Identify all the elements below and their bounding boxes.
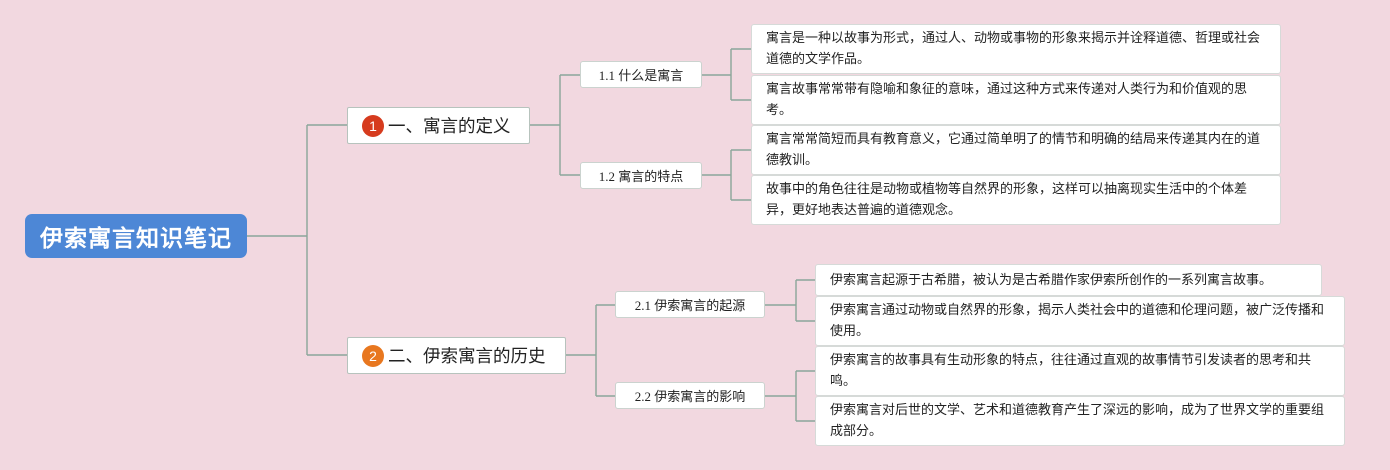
subtopic-origin[interactable]: 2.1 伊索寓言的起源 [615,291,765,318]
connector-line [765,370,815,422]
connector-line [702,48,751,101]
note-text: 寓言常常简短而具有教育意义，它通过简单明了的情节和明确的结局来传递其内在的道德教… [766,132,1261,168]
number-2-icon: 2 [362,344,384,367]
note-text: 伊索寓言起源于古希腊，被认为是古希腊作家伊索所创作的一系列寓言故事。 [830,272,1273,288]
main-topic-label: 一、寓言的定义 [388,117,511,137]
note-item[interactable]: 伊索寓言起源于古希腊，被认为是古希腊作家伊索所创作的一系列寓言故事。 [815,264,1322,296]
root-topic-label: 伊索寓言知识笔记 [40,226,232,252]
note-item[interactable]: 寓言常常简短而具有教育意义，它通过简单明了的情节和明确的结局来传递其内在的道德教… [751,125,1281,175]
note-item[interactable]: 故事中的角色往往是动物或植物等自然界的形象，这样可以抽离现实生活中的个体差异，更… [751,175,1281,225]
note-item[interactable]: 伊索寓言通过动物或自然界的形象，揭示人类社会中的道德和伦理问题，被广泛传播和使用… [815,296,1345,346]
subtopic-what-is-fable[interactable]: 1.1 什么是寓言 [580,61,702,88]
main-topic-label: 二、伊索寓言的历史 [388,347,546,367]
note-text: 寓言是一种以故事为形式，通过人、动物或事物的形象来揭示并诠释道德、哲理或社会道德… [766,31,1261,67]
note-text: 伊索寓言对后世的文学、艺术和道德教育产生了深远的影响，成为了世界文学的重要组成部… [830,403,1325,439]
subtopic-fable-features[interactable]: 1.2 寓言的特点 [580,162,702,189]
number-1-icon: 1 [362,114,384,137]
main-topic-history[interactable]: 2 二、伊索寓言的历史 [347,337,566,374]
subtopic-label: 1.1 什么是寓言 [598,68,684,83]
note-text: 伊索寓言的故事具有生动形象的特点，往往通过直观的故事情节引发读者的思考和共鸣。 [830,353,1312,389]
note-item[interactable]: 寓言是一种以故事为形式，通过人、动物或事物的形象来揭示并诠释道德、哲理或社会道德… [751,24,1281,74]
subtopic-label: 1.2 寓言的特点 [598,169,684,184]
note-item[interactable]: 伊索寓言对后世的文学、艺术和道德教育产生了深远的影响，成为了世界文学的重要组成部… [815,396,1345,446]
connector-line [247,124,347,356]
note-text: 寓言故事常常带有隐喻和象征的意味，通过这种方式来传递对人类行为和价值观的思考。 [766,82,1248,118]
note-text: 伊索寓言通过动物或自然界的形象，揭示人类社会中的道德和伦理问题，被广泛传播和使用… [830,303,1325,339]
note-text: 故事中的角色往往是动物或植物等自然界的形象，这样可以抽离现实生活中的个体差异，更… [766,182,1248,218]
subtopic-label: 2.2 伊索寓言的影响 [634,389,746,404]
main-topic-definition[interactable]: 1 一、寓言的定义 [347,107,530,144]
subtopic-influence[interactable]: 2.2 伊索寓言的影响 [615,382,765,409]
subtopic-label: 2.1 伊索寓言的起源 [634,298,746,313]
connector-line [702,149,751,201]
root-topic[interactable]: 伊索寓言知识笔记 [25,214,247,258]
connector-line [765,279,815,322]
note-item[interactable]: 伊索寓言的故事具有生动形象的特点，往往通过直观的故事情节引发读者的思考和共鸣。 [815,346,1345,396]
connector-line [566,304,615,397]
note-item[interactable]: 寓言故事常常带有隐喻和象征的意味，通过这种方式来传递对人类行为和价值观的思考。 [751,75,1281,125]
connector-line [530,74,580,176]
